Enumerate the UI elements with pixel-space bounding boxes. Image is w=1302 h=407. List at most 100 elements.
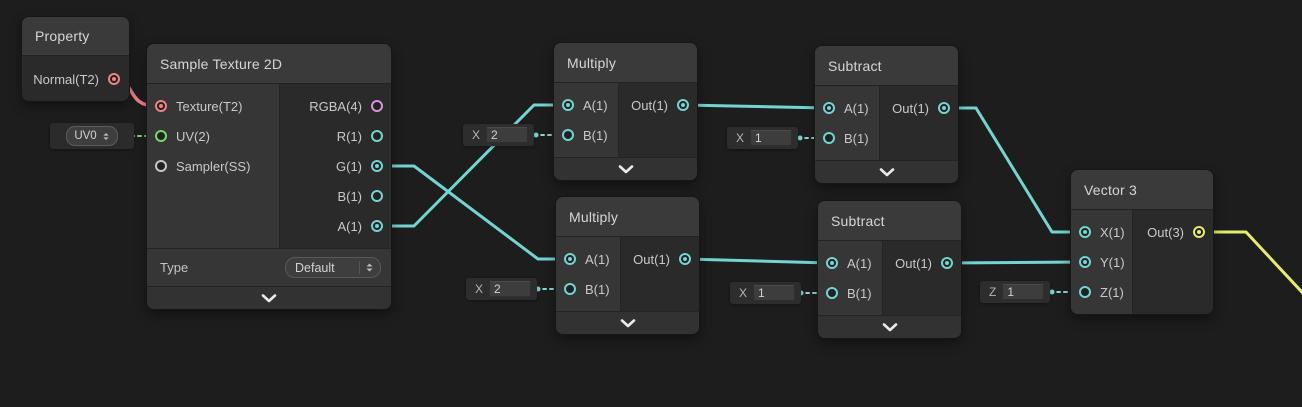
- collapse-button[interactable]: [554, 157, 697, 180]
- node-subtract-2[interactable]: Subtract A(1) B(1) Out(1): [818, 201, 961, 338]
- port-label-sampler: Sampler(SS): [176, 158, 251, 174]
- port-vec3-z-input[interactable]: [1079, 286, 1091, 298]
- port-label-out: Out(1): [892, 100, 929, 116]
- port-label-z: Z(1): [1100, 284, 1124, 300]
- uv-channel-dropdown[interactable]: UV0: [66, 126, 118, 146]
- port-label-b: B(1): [585, 281, 610, 297]
- dropdown-arrows-icon: [103, 132, 109, 140]
- port-uv-input[interactable]: [155, 130, 167, 142]
- value-label: X: [475, 282, 484, 296]
- collapse-button[interactable]: [815, 160, 958, 183]
- node-property[interactable]: Property Normal(T2): [22, 17, 129, 101]
- port-r-output[interactable]: [371, 130, 383, 142]
- node-title: Multiply: [556, 197, 699, 237]
- type-label: Type: [160, 260, 189, 275]
- value-field[interactable]: 2: [489, 281, 532, 297]
- port-label-rgba: RGBA(4): [309, 98, 362, 114]
- port-label-b: B(1): [337, 188, 362, 204]
- port-label-out: Out(1): [895, 255, 932, 271]
- node-title: Subtract: [815, 46, 958, 86]
- port-label-normal: Normal(T2): [33, 71, 99, 87]
- port-b-output[interactable]: [371, 190, 383, 202]
- wire-sub2-to-vec3-y[interactable]: [946, 260, 1084, 265]
- port-g-output[interactable]: [371, 160, 383, 172]
- port-label-b: B(1): [844, 130, 869, 146]
- port-vec3-output[interactable]: [1193, 226, 1205, 238]
- wire-mul2-to-sub2[interactable]: [684, 257, 831, 265]
- chevron-down-icon: [620, 318, 635, 327]
- port-texture-input[interactable]: [155, 100, 167, 112]
- value-label: X: [739, 286, 748, 300]
- port-property-normal-output[interactable]: [108, 73, 120, 85]
- port-label-out: Out(1): [633, 251, 670, 267]
- type-dropdown-value: Default: [295, 260, 335, 275]
- value-label: Z: [989, 285, 997, 299]
- value-label: X: [736, 131, 745, 145]
- port-sampler-input[interactable]: [155, 160, 167, 172]
- port-mul1-b-input[interactable]: [562, 129, 574, 141]
- port-sub1-b-input[interactable]: [823, 132, 835, 144]
- port-label-texture: Texture(T2): [176, 98, 243, 114]
- wire-mul1-to-sub1[interactable]: [682, 103, 828, 110]
- node-sample-texture-2d[interactable]: Sample Texture 2D Texture(T2) UV(2) Samp…: [147, 44, 391, 309]
- default-value-widget-sub2-b: X 1: [730, 282, 802, 304]
- dropdown-arrows-icon: [359, 260, 374, 275]
- value-field[interactable]: 1: [750, 130, 793, 146]
- port-rgba-output[interactable]: [371, 100, 383, 112]
- chevron-down-icon: [261, 293, 277, 302]
- port-vec3-y-input[interactable]: [1079, 256, 1091, 268]
- port-label-b: B(1): [583, 127, 608, 143]
- node-subtract-1[interactable]: Subtract A(1) B(1) Out(1): [815, 46, 958, 183]
- port-mul1-a-input[interactable]: [562, 99, 574, 111]
- port-a-output[interactable]: [371, 220, 383, 232]
- default-value-widget-sub1-b: X 1: [727, 127, 799, 149]
- uv-channel-widget: UV0: [50, 123, 134, 149]
- port-label-y: Y(1): [1100, 254, 1125, 270]
- port-label-a: A(1): [585, 251, 610, 267]
- collapse-button[interactable]: [818, 315, 961, 338]
- node-title: Sample Texture 2D: [147, 44, 391, 84]
- node-title: Multiply: [554, 43, 697, 83]
- value-field[interactable]: 1: [1002, 284, 1045, 300]
- port-sub1-output[interactable]: [938, 102, 950, 114]
- port-label-x: X(1): [1100, 224, 1125, 240]
- port-label-a: A(1): [847, 255, 872, 271]
- collapse-button[interactable]: [556, 311, 699, 334]
- default-value-widget-vec3-z: Z 1: [980, 281, 1051, 303]
- node-vector3[interactable]: Vector 3 X(1) Y(1) Z(1) Out(3): [1071, 170, 1213, 314]
- type-dropdown[interactable]: Default: [285, 257, 381, 278]
- port-vec3-x-input[interactable]: [1079, 226, 1091, 238]
- default-value-widget-mul1-b: X 2: [463, 124, 535, 146]
- chevron-down-icon: [879, 167, 894, 176]
- node-title: Subtract: [818, 201, 961, 241]
- wire-a-to-mul1-a[interactable]: [377, 103, 567, 228]
- port-label-a: A(1): [844, 100, 869, 116]
- port-sub2-a-input[interactable]: [826, 257, 838, 269]
- wire-vec3-out[interactable]: [1198, 230, 1302, 305]
- node-title: Vector 3: [1071, 170, 1213, 210]
- port-mul2-b-input[interactable]: [564, 283, 576, 295]
- port-label-a: A(1): [583, 97, 608, 113]
- port-label-out: Out(3): [1147, 224, 1184, 240]
- port-mul2-a-input[interactable]: [564, 253, 576, 265]
- node-multiply-1[interactable]: Multiply A(1) B(1) Out(1): [554, 43, 697, 180]
- port-mul2-output[interactable]: [679, 253, 691, 265]
- node-multiply-2[interactable]: Multiply A(1) B(1) Out(1): [556, 197, 699, 334]
- port-sub1-a-input[interactable]: [823, 102, 835, 114]
- port-mul1-output[interactable]: [677, 99, 689, 111]
- chevron-down-icon: [882, 322, 897, 331]
- port-sub2-b-input[interactable]: [826, 287, 838, 299]
- value-label: X: [472, 128, 481, 142]
- value-field[interactable]: 2: [486, 127, 529, 143]
- collapse-button[interactable]: [147, 286, 391, 309]
- port-label-a: A(1): [337, 218, 362, 234]
- port-label-uv: UV(2): [176, 128, 210, 144]
- port-sub2-output[interactable]: [941, 257, 953, 269]
- wire-sub1-to-vec3-x[interactable]: [944, 106, 1084, 234]
- node-title: Property: [22, 17, 129, 56]
- port-label-out: Out(1): [631, 97, 668, 113]
- wire-g-to-mul2-a[interactable]: [377, 164, 569, 261]
- default-value-widget-mul2-b: X 2: [466, 278, 538, 300]
- value-field[interactable]: 1: [753, 285, 796, 301]
